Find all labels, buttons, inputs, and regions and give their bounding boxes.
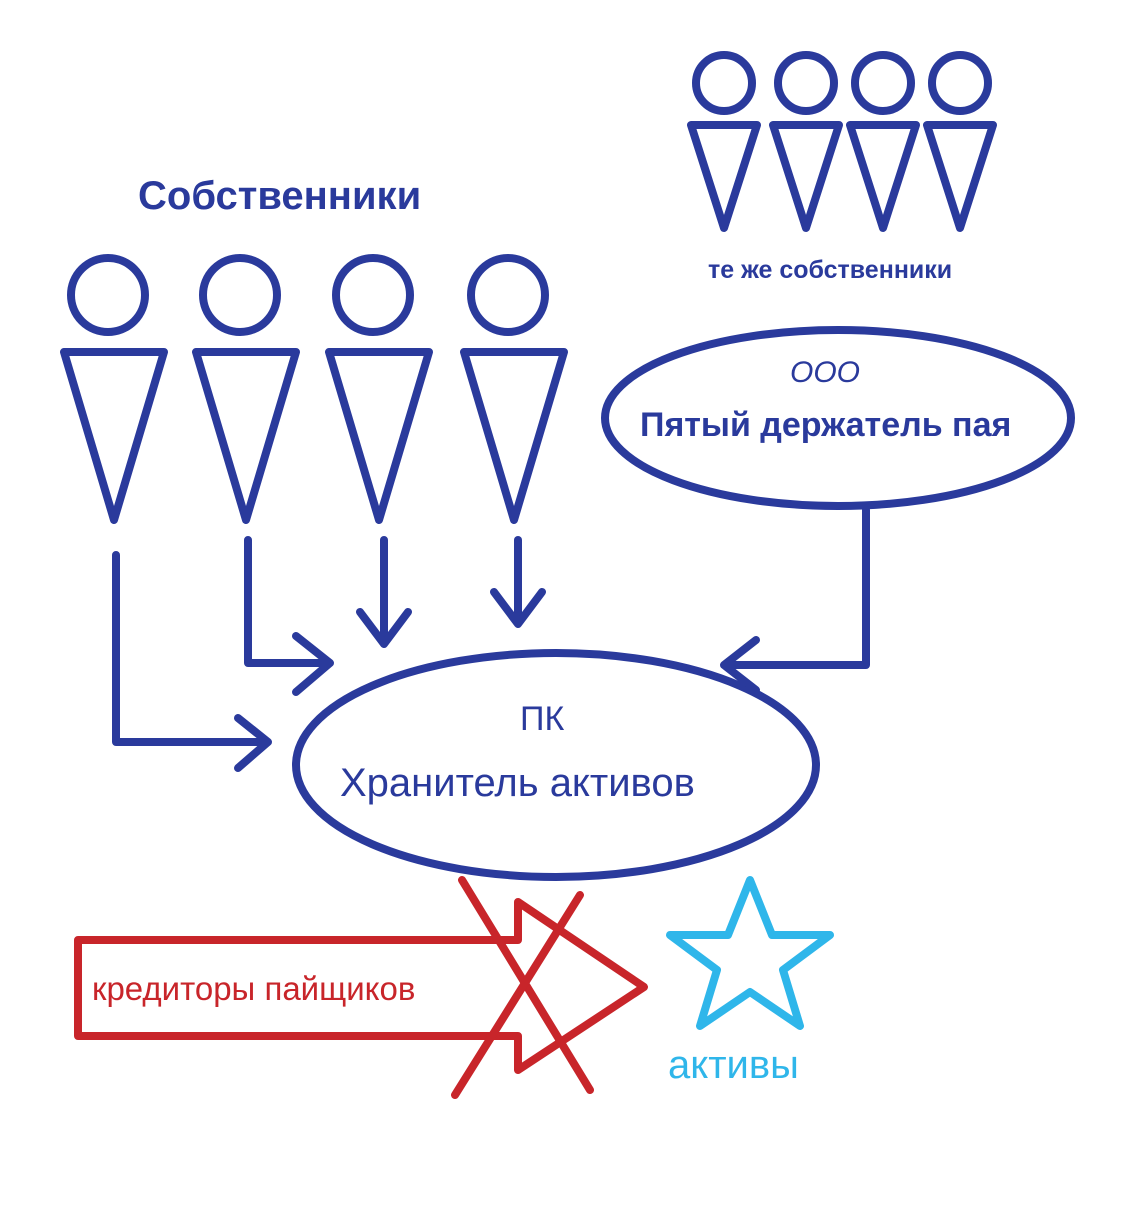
creditors-label: кредиторы пайщиков [92,970,416,1007]
owner-4-arrow-icon [490,536,546,628]
assets-star-icon [666,876,834,1030]
same-owner-person-icon-3 [846,51,920,232]
llc-abbr: ООО [790,356,861,389]
same-owner-person-icon-4 [923,51,997,232]
owner-person-icon-1 [60,254,168,524]
owner-2-arrow-icon [244,536,334,696]
owner-person-icon-3 [325,254,433,524]
assets-label: активы [668,1043,799,1087]
owner-1-arrow-icon [112,551,272,772]
llc-ellipse [601,326,1075,510]
same-owner-person-icon-2 [769,51,843,232]
owner-3-arrow-icon [356,536,412,648]
creditors-arrow-icon [74,898,648,1074]
pk-ellipse [292,649,820,881]
owner-person-icon-4 [460,254,568,524]
pk-name: Хранитель активов [340,761,695,805]
owners-title: Собственники [138,174,422,218]
llc-name: Пятый держатель пая [640,406,1012,444]
same-owners-label: те же собственники [708,256,953,284]
pk-abbr: ПК [520,700,565,738]
owner-person-icon-2 [192,254,300,524]
llc-arrow-icon [720,506,870,694]
blocked-cross-icon [451,876,594,1099]
same-owner-person-icon-1 [687,51,761,232]
